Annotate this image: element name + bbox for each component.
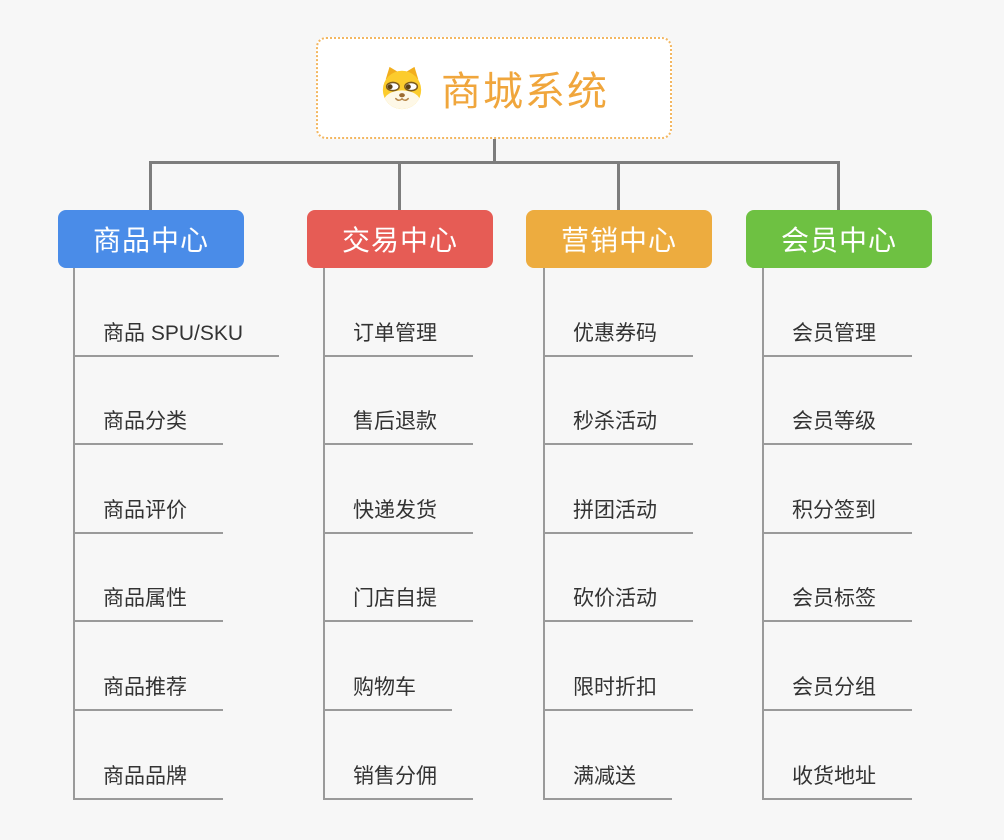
leaf-node[interactable]: 秒杀活动 (543, 357, 693, 446)
leaf-node[interactable]: 门店自提 (323, 534, 473, 623)
leaf-label: 门店自提 (353, 587, 437, 611)
leaf-node[interactable]: 满减送 (543, 711, 672, 800)
leaf-node[interactable]: 售后退款 (323, 357, 473, 446)
leaf-label: 快递发货 (353, 498, 437, 522)
leaf-node[interactable]: 会员等级 (762, 357, 912, 446)
branch-children-member-center: 会员管理 会员等级 积分签到 会员标签 会员分组 收货地址 (762, 268, 912, 800)
leaf-label: 会员标签 (792, 587, 876, 611)
leaf-node[interactable]: 商品推荐 (73, 622, 223, 711)
leaf-label: 售后退款 (353, 410, 437, 434)
connector-root-drop (493, 139, 496, 164)
leaf-label: 会员管理 (792, 321, 876, 345)
leaf-label: 商品评价 (103, 498, 187, 522)
leaf-node[interactable]: 商品品牌 (73, 711, 223, 800)
leaf-node[interactable]: 优惠券码 (543, 268, 693, 357)
branch-node-trade-center[interactable]: 交易中心 (307, 210, 493, 268)
leaf-label: 会员等级 (792, 410, 876, 434)
branch-children-trade-center: 订单管理 售后退款 快递发货 门店自提 购物车 销售分佣 (323, 268, 473, 800)
leaf-node[interactable]: 限时折扣 (543, 622, 693, 711)
leaf-node[interactable]: 拼团活动 (543, 445, 693, 534)
leaf-node[interactable]: 会员管理 (762, 268, 912, 357)
leaf-node[interactable]: 商品 SPU/SKU (73, 268, 280, 357)
leaf-label: 销售分佣 (353, 764, 437, 788)
connector-spine (323, 268, 325, 800)
branch-children-product-center: 商品 SPU/SKU 商品分类 商品评价 商品属性 商品推荐 商品品牌 (73, 268, 280, 800)
leaf-node[interactable]: 销售分佣 (323, 711, 473, 800)
leaf-label: 积分签到 (792, 498, 876, 522)
connector-spine (73, 268, 75, 800)
leaf-label: 满减送 (573, 764, 636, 788)
leaf-node[interactable]: 购物车 (323, 622, 452, 711)
leaf-node[interactable]: 商品分类 (73, 357, 223, 446)
leaf-label: 拼团活动 (573, 498, 657, 522)
leaf-label: 商品 SPU/SKU (103, 321, 244, 345)
leaf-node[interactable]: 商品属性 (73, 534, 223, 623)
leaf-label: 商品属性 (103, 587, 187, 611)
leaf-label: 收货地址 (792, 764, 876, 788)
root-title: 商城系统 (441, 70, 609, 114)
leaf-label: 商品分类 (103, 410, 187, 434)
connector-stub-trade (398, 163, 401, 210)
branch-node-product-center[interactable]: 商品中心 (58, 210, 244, 268)
leaf-node[interactable]: 会员分组 (762, 622, 912, 711)
connector-spine (762, 268, 764, 800)
leaf-label: 限时折扣 (573, 675, 657, 699)
leaf-node[interactable]: 会员标签 (762, 534, 912, 623)
connector-stub-member (837, 163, 840, 210)
leaf-label: 秒杀活动 (573, 410, 657, 434)
branch-children-marketing-center: 优惠券码 秒杀活动 拼团活动 砍价活动 限时折扣 满减送 (543, 268, 693, 800)
dog-face-icon (379, 65, 425, 111)
root-node[interactable]: 商城系统 (316, 37, 672, 139)
leaf-node[interactable]: 积分签到 (762, 445, 912, 534)
connector-stub-product (149, 163, 152, 210)
branch-node-marketing-center[interactable]: 营销中心 (526, 210, 712, 268)
connector-spine (543, 268, 545, 800)
leaf-label: 优惠券码 (573, 321, 657, 345)
connector-stub-marketing (617, 163, 620, 210)
branch-node-member-center[interactable]: 会员中心 (746, 210, 932, 268)
leaf-label: 订单管理 (353, 321, 437, 345)
leaf-node[interactable]: 订单管理 (323, 268, 473, 357)
leaf-label: 会员分组 (792, 675, 876, 699)
leaf-label: 砍价活动 (573, 587, 657, 611)
leaf-node[interactable]: 快递发货 (323, 445, 473, 534)
leaf-node[interactable]: 砍价活动 (543, 534, 693, 623)
leaf-node[interactable]: 收货地址 (762, 711, 912, 800)
leaf-label: 商品品牌 (103, 764, 187, 788)
leaf-label: 商品推荐 (103, 675, 187, 699)
leaf-label: 购物车 (353, 675, 416, 699)
leaf-node[interactable]: 商品评价 (73, 445, 223, 534)
connector-horizontal-rail (149, 161, 840, 164)
